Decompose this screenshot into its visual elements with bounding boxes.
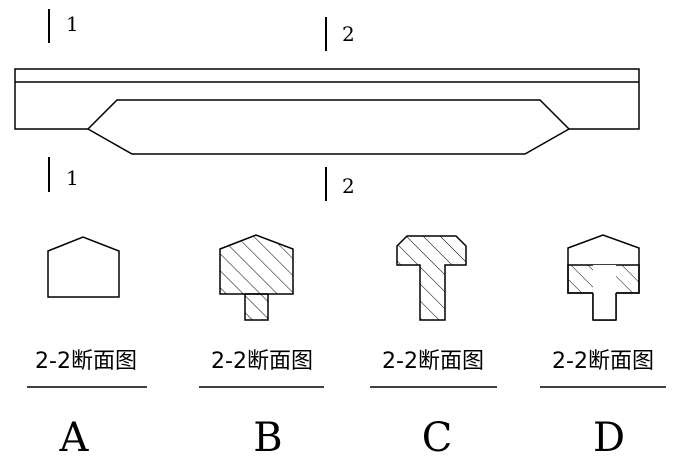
option-a-caption: 2-2断面图 [35, 349, 137, 374]
option-b-letter[interactable]: B [253, 415, 282, 461]
option-b-section [219, 234, 294, 321]
section-marks [48, 9, 327, 201]
cut2-top-label: 2 [342, 22, 355, 46]
beam-haunch [86, 99, 571, 155]
option-d-caption: 2-2断面图 [552, 349, 654, 374]
cut1-bottom-label: 1 [66, 166, 79, 190]
option-c-letter[interactable]: C [422, 415, 453, 461]
cut2-bottom-label: 2 [342, 174, 355, 198]
cut1-top-label: 1 [66, 12, 79, 36]
beam-elevation [14, 68, 640, 155]
option-a-section [47, 236, 120, 298]
option-d-section [567, 234, 640, 321]
option-a-letter[interactable]: A [59, 415, 90, 461]
option-d-letter[interactable]: D [593, 415, 625, 461]
option-c-caption: 2-2断面图 [382, 349, 484, 374]
option-c-section [396, 235, 467, 321]
option-b-caption: 2-2断面图 [211, 349, 313, 374]
